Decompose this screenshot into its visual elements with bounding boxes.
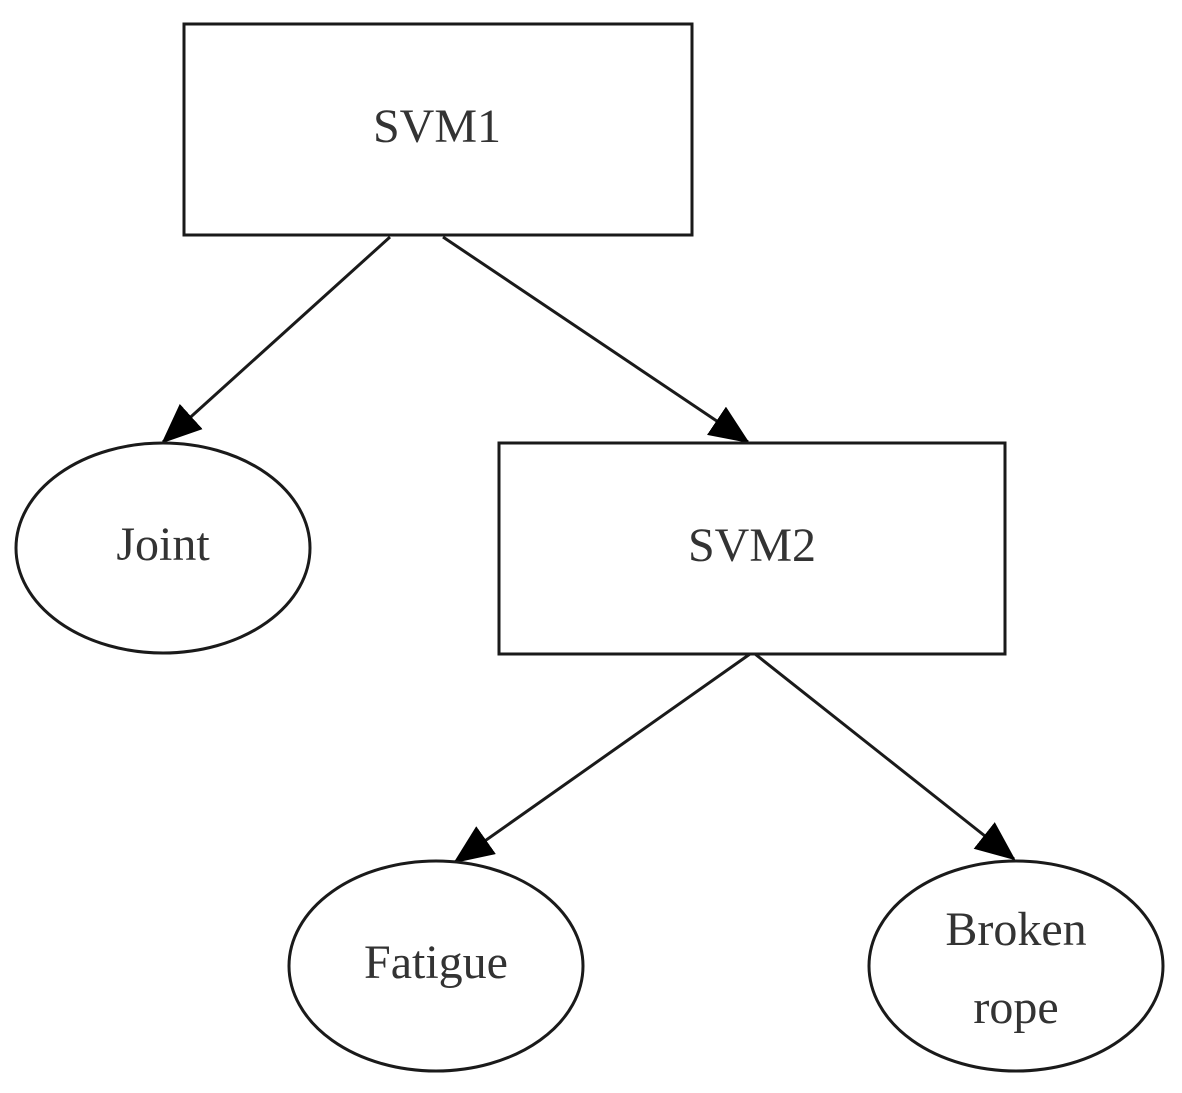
edge-svm2-to-fatigue (453, 652, 751, 864)
node-broken-rope-label-line2: rope (973, 981, 1058, 1034)
node-fatigue-label: Fatigue (364, 936, 508, 989)
node-fatigue-ellipse (287, 859, 585, 1073)
node-svm2-box (497, 441, 1007, 656)
node-broken-rope: Broken rope (867, 859, 1165, 1073)
edge-svm2-to-broken-rope (754, 652, 1016, 861)
node-svm2: SVM2 (497, 441, 1007, 656)
edge-svm1-to-svm2 (442, 235, 750, 444)
node-broken-rope-ellipse (867, 859, 1165, 1073)
node-joint: Joint (14, 441, 312, 655)
node-svm1-label: SVM1 (373, 100, 501, 153)
edge-svm1-to-joint (161, 235, 392, 444)
node-svm2-label: SVM2 (688, 519, 816, 572)
node-joint-label: Joint (116, 518, 210, 571)
node-svm1-box (182, 22, 694, 237)
node-joint-ellipse (14, 441, 312, 655)
node-broken-rope-label-line1: Broken (945, 903, 1086, 956)
node-svm1: SVM1 (182, 22, 694, 237)
node-fatigue: Fatigue (287, 859, 585, 1073)
